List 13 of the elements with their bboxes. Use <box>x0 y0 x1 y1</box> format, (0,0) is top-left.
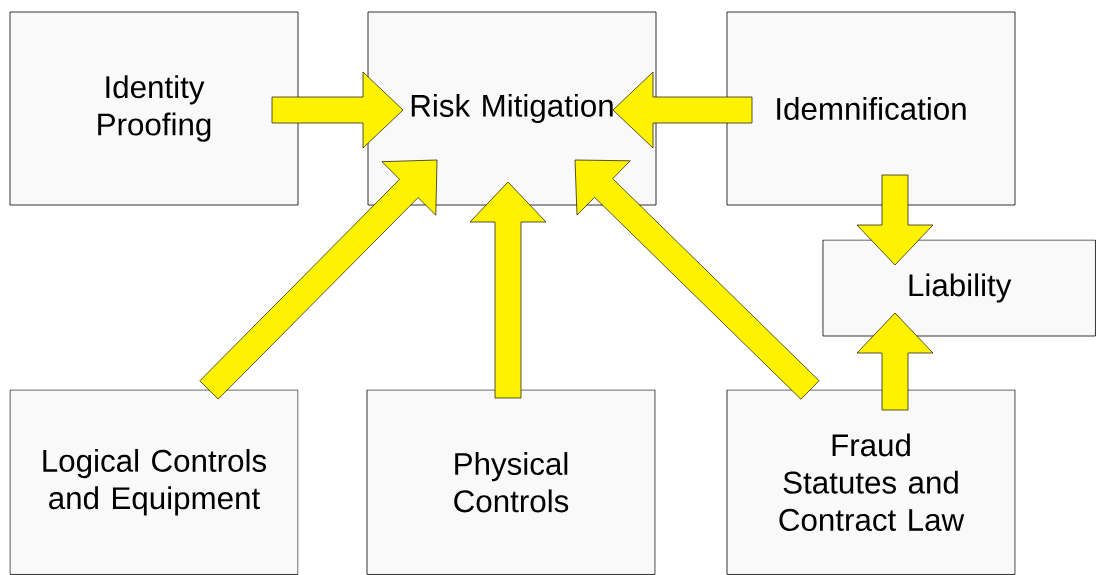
block-arrow <box>199 159 438 400</box>
text-box: Physical Controls <box>366 389 656 575</box>
text-box: Fraud Statutes and Contract Law <box>726 389 1016 575</box>
block-arrow <box>612 71 753 149</box>
text-box: Logical Controls and Equipment <box>9 389 299 575</box>
block-arrow <box>856 174 934 266</box>
block-arrow <box>469 181 547 399</box>
text-box: Liability <box>822 239 1096 337</box>
block-arrow <box>856 312 934 411</box>
block-arrow <box>271 71 404 149</box>
text-box: Identity Proofing <box>9 11 299 206</box>
text-box: Idemnification <box>726 11 1016 206</box>
block-arrow <box>574 159 820 400</box>
